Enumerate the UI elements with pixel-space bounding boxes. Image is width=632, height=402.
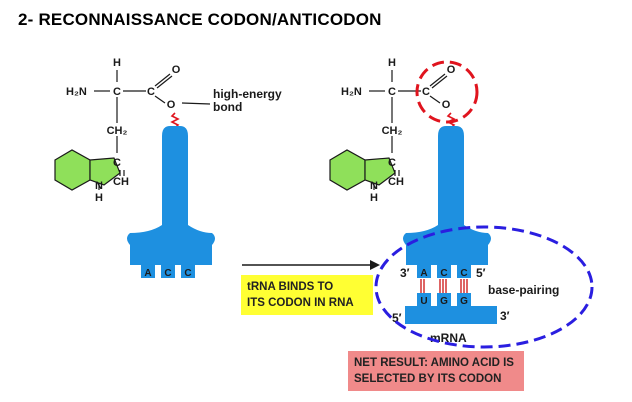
- right-trna-body: [403, 126, 491, 265]
- left-benzene-ring: [54, 149, 91, 191]
- trna-binds-line-2: ITS CODON IN RNA: [247, 297, 354, 309]
- left-anticodon-base-3: C: [184, 268, 191, 279]
- right-bonds: [369, 70, 448, 190]
- right-ch2: CH₂: [382, 125, 403, 137]
- prime-5-bottom: 5′: [392, 311, 402, 325]
- blue-dashed-ellipse: [374, 225, 594, 349]
- left-label-high-energy: high-energy: [213, 87, 282, 101]
- left-c-alpha: C: [113, 86, 121, 98]
- prime-3-top: 3′: [400, 266, 410, 280]
- transition-arrow: [242, 260, 380, 270]
- left-anticodon-tab-1: [141, 265, 155, 278]
- right-pyrrole-ring: [364, 157, 396, 186]
- right-anticodon-tab-2: [437, 265, 451, 278]
- net-result-box: NET RESULT: AMINO ACID IS SELECTED BY IT…: [348, 351, 524, 391]
- right-h2n: H₂N: [341, 86, 362, 98]
- left-h2n: H₂N: [66, 86, 87, 98]
- codon-tab-3: [457, 293, 471, 306]
- mrna-strand: [405, 306, 497, 324]
- left-o-single: O: [167, 99, 176, 111]
- left-h-ring: H: [95, 192, 103, 204]
- left-n-ring: N: [95, 180, 103, 192]
- left-high-energy-bond: [170, 112, 180, 129]
- right-c-carbonyl: C: [422, 86, 430, 98]
- left-pyrrole-ring: [89, 157, 121, 186]
- page-title: 2- RECONNAISSANCE CODON/ANTICODON: [18, 10, 382, 29]
- right-benzene-ring: [329, 149, 366, 191]
- net-result-line-1: NET RESULT: AMINO ACID IS: [354, 357, 514, 369]
- left-ch2: CH₂: [107, 125, 128, 137]
- right-c-ring: C: [388, 157, 396, 169]
- left-trna-complex: H H₂N C C O O CH₂ C CH N H high-energy b…: [54, 57, 282, 279]
- left-anticodon-base-1: A: [144, 268, 151, 279]
- right-o-double: O: [447, 64, 456, 76]
- right-h-ring: H: [370, 192, 378, 204]
- right-ch-ring: CH: [388, 176, 404, 188]
- right-anticodon-base-2: C: [440, 268, 447, 279]
- left-c-ring: C: [113, 157, 121, 169]
- trna-binds-box: tRNA BINDS TO ITS CODON IN RNA: [241, 275, 373, 315]
- right-o-single: O: [442, 99, 451, 111]
- left-c-carbonyl: C: [147, 86, 155, 98]
- left-h-top: H: [113, 57, 121, 69]
- codon-base-1: U: [420, 296, 427, 307]
- right-anticodon-tab-3: [457, 265, 471, 278]
- left-ch-ring: CH: [113, 176, 129, 188]
- base-pairing-label: base-pairing: [488, 283, 559, 297]
- left-label-bond: bond: [213, 100, 242, 114]
- right-anticodon-base-1: A: [420, 268, 427, 279]
- left-trna-body: [127, 126, 215, 265]
- left-o-double: O: [172, 64, 181, 76]
- mrna-label: mRNA: [430, 331, 467, 345]
- right-c-alpha: C: [388, 86, 396, 98]
- right-anticodon-base-3: C: [460, 268, 467, 279]
- left-anticodon-tab-3: [181, 265, 195, 278]
- right-n-ring: N: [370, 180, 378, 192]
- prime-5-top: 5′: [476, 266, 486, 280]
- left-anticodon-tab-2: [161, 265, 175, 278]
- codon-base-3: G: [460, 296, 468, 307]
- codon-base-2: G: [440, 296, 448, 307]
- right-anticodon-tab-1: [417, 265, 431, 278]
- left-anticodon-base-2: C: [164, 268, 171, 279]
- base-pair-lines: [420, 279, 468, 293]
- codon-tab-2: [437, 293, 451, 306]
- right-trna-complex: H H₂N C C O O CH₂ C CH N H A C C U G G 3…: [329, 57, 559, 345]
- codon-tab-1: [417, 293, 431, 306]
- right-h-top: H: [388, 57, 396, 69]
- prime-3-bottom: 3′: [500, 309, 510, 323]
- net-result-line-2: SELECTED BY ITS CODON: [354, 373, 502, 385]
- red-dashed-circle: [415, 60, 479, 124]
- trna-binds-line-1: tRNA BINDS TO: [247, 281, 334, 293]
